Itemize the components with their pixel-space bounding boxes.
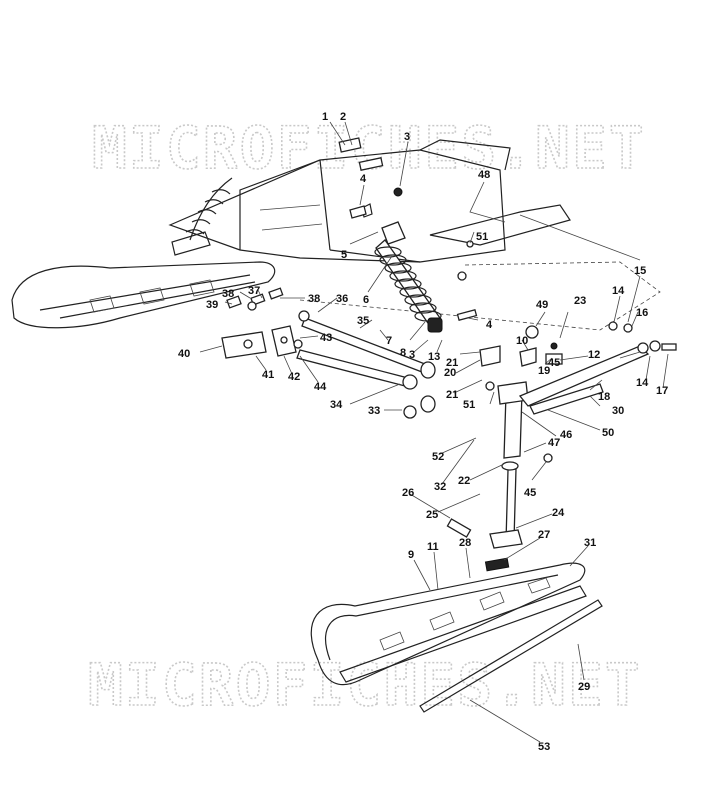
callout-38: 38 [308,293,320,305]
callout-51: 51 [476,231,488,243]
callout-13: 13 [428,351,440,363]
callout-41: 41 [262,369,274,381]
callout-28: 28 [459,537,471,549]
chassis-frame [11,139,511,329]
callout-9: 9 [408,549,414,561]
callout-21: 21 [446,389,458,401]
callout-18: 18 [598,391,610,403]
callout-23: 23 [574,295,586,307]
callout-7: 7 [386,335,392,347]
callout-11: 11 [427,541,439,553]
callout-17: 17 [656,385,668,397]
callout-47: 47 [548,437,560,449]
callout-labels: 1 2 3 4 48 51 5 6 38 37 39 38 36 35 4 7 … [178,111,668,753]
mounting-brackets [221,325,297,359]
callout-15: 15 [634,265,646,277]
callout-1: 1 [322,111,328,123]
small-hardware [338,137,633,572]
leader-lines [199,121,669,743]
spindle-assembly [489,381,529,549]
callout-32: 32 [434,481,446,493]
callout-25: 25 [426,509,438,521]
steering-arms [518,340,677,415]
callout-24: 24 [552,507,565,519]
callout-21: 21 [446,357,458,369]
watermark-bottom: MICROFICHES.NET [88,651,642,719]
callout-19: 19 [538,365,550,377]
callout-43: 43 [320,332,332,344]
callout-31: 31 [584,537,596,549]
callout-46: 46 [560,429,572,441]
callout-26: 26 [402,487,414,499]
callout-8: 8 [400,347,406,359]
ski [310,562,603,713]
callout-36: 36 [336,293,348,305]
callout-45: 45 [524,487,536,499]
callout-45: 45 [548,357,560,369]
shock-absorber [374,221,443,333]
callout-2: 2 [340,111,346,123]
callout-37: 37 [248,285,260,297]
frame-right [299,204,661,331]
callout-38: 38 [222,288,234,300]
callout-42: 42 [288,371,300,383]
callout-33: 33 [368,405,380,417]
callout-6: 6 [363,294,369,306]
callout-44: 44 [314,381,327,393]
callout-16: 16 [636,307,648,319]
bolt-group [226,287,310,349]
callout-22: 22 [458,475,470,487]
callout-14: 14 [636,377,649,389]
callout-5: 5 [341,249,347,261]
callout-3: 3 [404,131,410,143]
watermark-top: MICROFICHES.NET [92,114,646,182]
radius-rods [296,317,436,419]
callout-14: 14 [612,285,625,297]
callout-29: 29 [578,681,590,693]
callout-53: 53 [538,741,550,753]
callout-27: 27 [538,529,550,541]
callout-35: 35 [357,315,369,327]
callout-51: 51 [463,399,475,411]
callout-3: 3 [409,349,415,361]
callout-4: 4 [360,173,367,185]
callout-12: 12 [588,349,600,361]
callout-40: 40 [178,348,190,360]
callout-34: 34 [330,399,343,411]
callout-20: 20 [444,367,456,379]
callout-50: 50 [602,427,614,439]
callout-39: 39 [206,299,218,311]
callout-30: 30 [612,405,624,417]
callout-49: 49 [536,299,548,311]
callout-48: 48 [478,169,490,181]
callout-4: 4 [486,319,493,331]
callout-10: 10 [516,335,528,347]
callout-52: 52 [432,451,444,463]
